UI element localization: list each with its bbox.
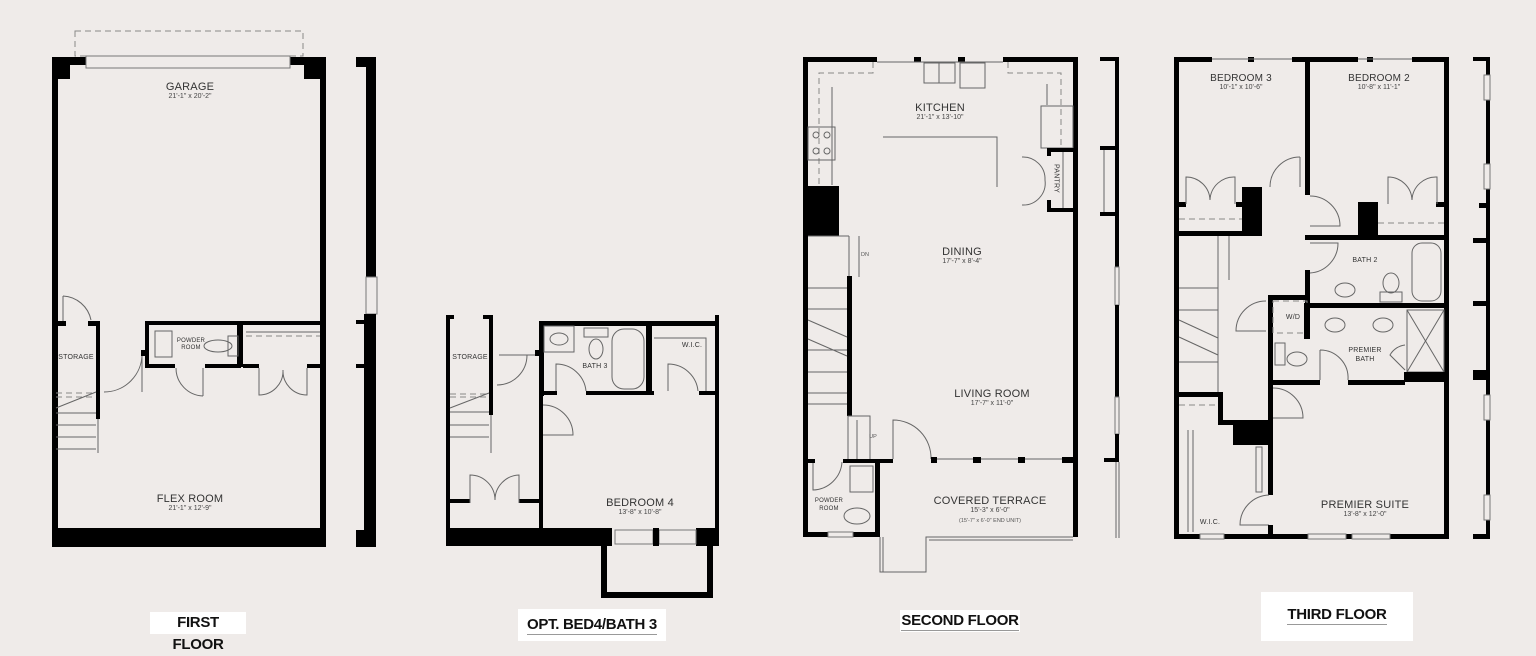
room-wd: W/D — [1285, 314, 1301, 321]
floor-caption-opt-bed4-bath3: OPT. BED4/BATH 3 — [518, 609, 666, 641]
room-bath-2: BATH 2 — [1352, 257, 1378, 264]
room-name: BEDROOM 4 — [606, 497, 674, 509]
floor-caption-first: FIRST FLOOR — [150, 612, 246, 653]
room-name: BEDROOM 2 — [1348, 73, 1410, 84]
room-dimensions: 17'-7" x 8'-4" — [942, 258, 982, 265]
room-pantry: PANTRY — [1052, 164, 1060, 193]
room-dimensions: 10'-8" x 11'-1" — [1357, 84, 1401, 91]
room-premier-suite: PREMIER SUITE 13'-8" x 12'-0" — [1300, 499, 1430, 518]
room-dimensions: 13'-8" x 12'-0" — [1343, 511, 1387, 518]
stair-up-label: UP — [869, 434, 877, 440]
room-name: COVERED TERRACE — [933, 495, 1047, 507]
room-dimensions: 13'-8" x 10'-8" — [618, 509, 662, 516]
stair-down-label: DN — [861, 252, 869, 258]
room-dimensions: 21'-1" x 13'-10" — [916, 114, 964, 121]
opt-bed4-bath3-plan — [446, 315, 719, 598]
room-covered-terrace: COVERED TERRACE 15'-3" x 6'-0" (15'-7" x… — [910, 496, 1070, 526]
room-storage: STORAGE — [452, 354, 488, 361]
room-bedroom-4: BEDROOM 4 13'-8" x 10'-8" — [580, 497, 700, 516]
second-floor-plan — [803, 57, 1120, 573]
room-living-room: LIVING ROOM 17'-7" x 11'-0" — [932, 388, 1052, 407]
room-powder-room: POWDER ROOM — [814, 498, 844, 512]
room-storage: STORAGE — [58, 354, 94, 361]
room-dining: DINING 17'-7" x 8'-4" — [902, 246, 1022, 265]
room-name: PREMIER SUITE — [1320, 499, 1410, 511]
room-powder-room: POWDER ROOM — [176, 338, 206, 351]
room-dimensions: 21'-1" x 12'-9" — [168, 505, 212, 512]
room-name: FLEX ROOM — [156, 493, 224, 505]
room-premier-bath: PREMIER BATH — [1348, 347, 1382, 363]
room-dimensions: 10'-1" x 10'-6" — [1219, 84, 1263, 91]
room-bedroom-3: BEDROOM 3 10'-1" x 10'-6" — [1186, 73, 1296, 91]
room-name: DINING — [942, 246, 982, 258]
room-name: BEDROOM 3 — [1210, 73, 1272, 84]
floor-caption-third: THIRD FLOOR — [1261, 592, 1413, 641]
room-bedroom-2: BEDROOM 2 10'-8" x 11'-1" — [1324, 73, 1434, 91]
room-name: KITCHEN — [915, 102, 965, 114]
room-garage: GARAGE 21'-1" x 20'-2" — [115, 81, 265, 100]
room-dimensions: 15'-3" x 6'-0" — [970, 507, 1010, 514]
third-floor-plan — [1174, 57, 1491, 540]
first-floor-plan — [52, 30, 378, 547]
room-wic: W.I.C. — [1199, 519, 1221, 526]
floor-caption-second: SECOND FLOOR — [900, 610, 1020, 632]
room-kitchen: KITCHEN 21'-1" x 13'-10" — [880, 102, 1000, 121]
room-dimensions: 21'-1" x 20'-2" — [168, 93, 212, 100]
room-name: GARAGE — [165, 81, 215, 93]
room-note: (15'-7" x 6'-0" END UNIT) — [959, 518, 1021, 524]
room-flex-room: FLEX ROOM 21'-1" x 12'-9" — [115, 493, 265, 512]
room-dimensions: 17'-7" x 11'-0" — [970, 400, 1014, 407]
room-bath-3: BATH 3 — [582, 363, 608, 370]
room-wic: W.I.C. — [681, 342, 703, 349]
room-name: LIVING ROOM — [954, 388, 1030, 400]
